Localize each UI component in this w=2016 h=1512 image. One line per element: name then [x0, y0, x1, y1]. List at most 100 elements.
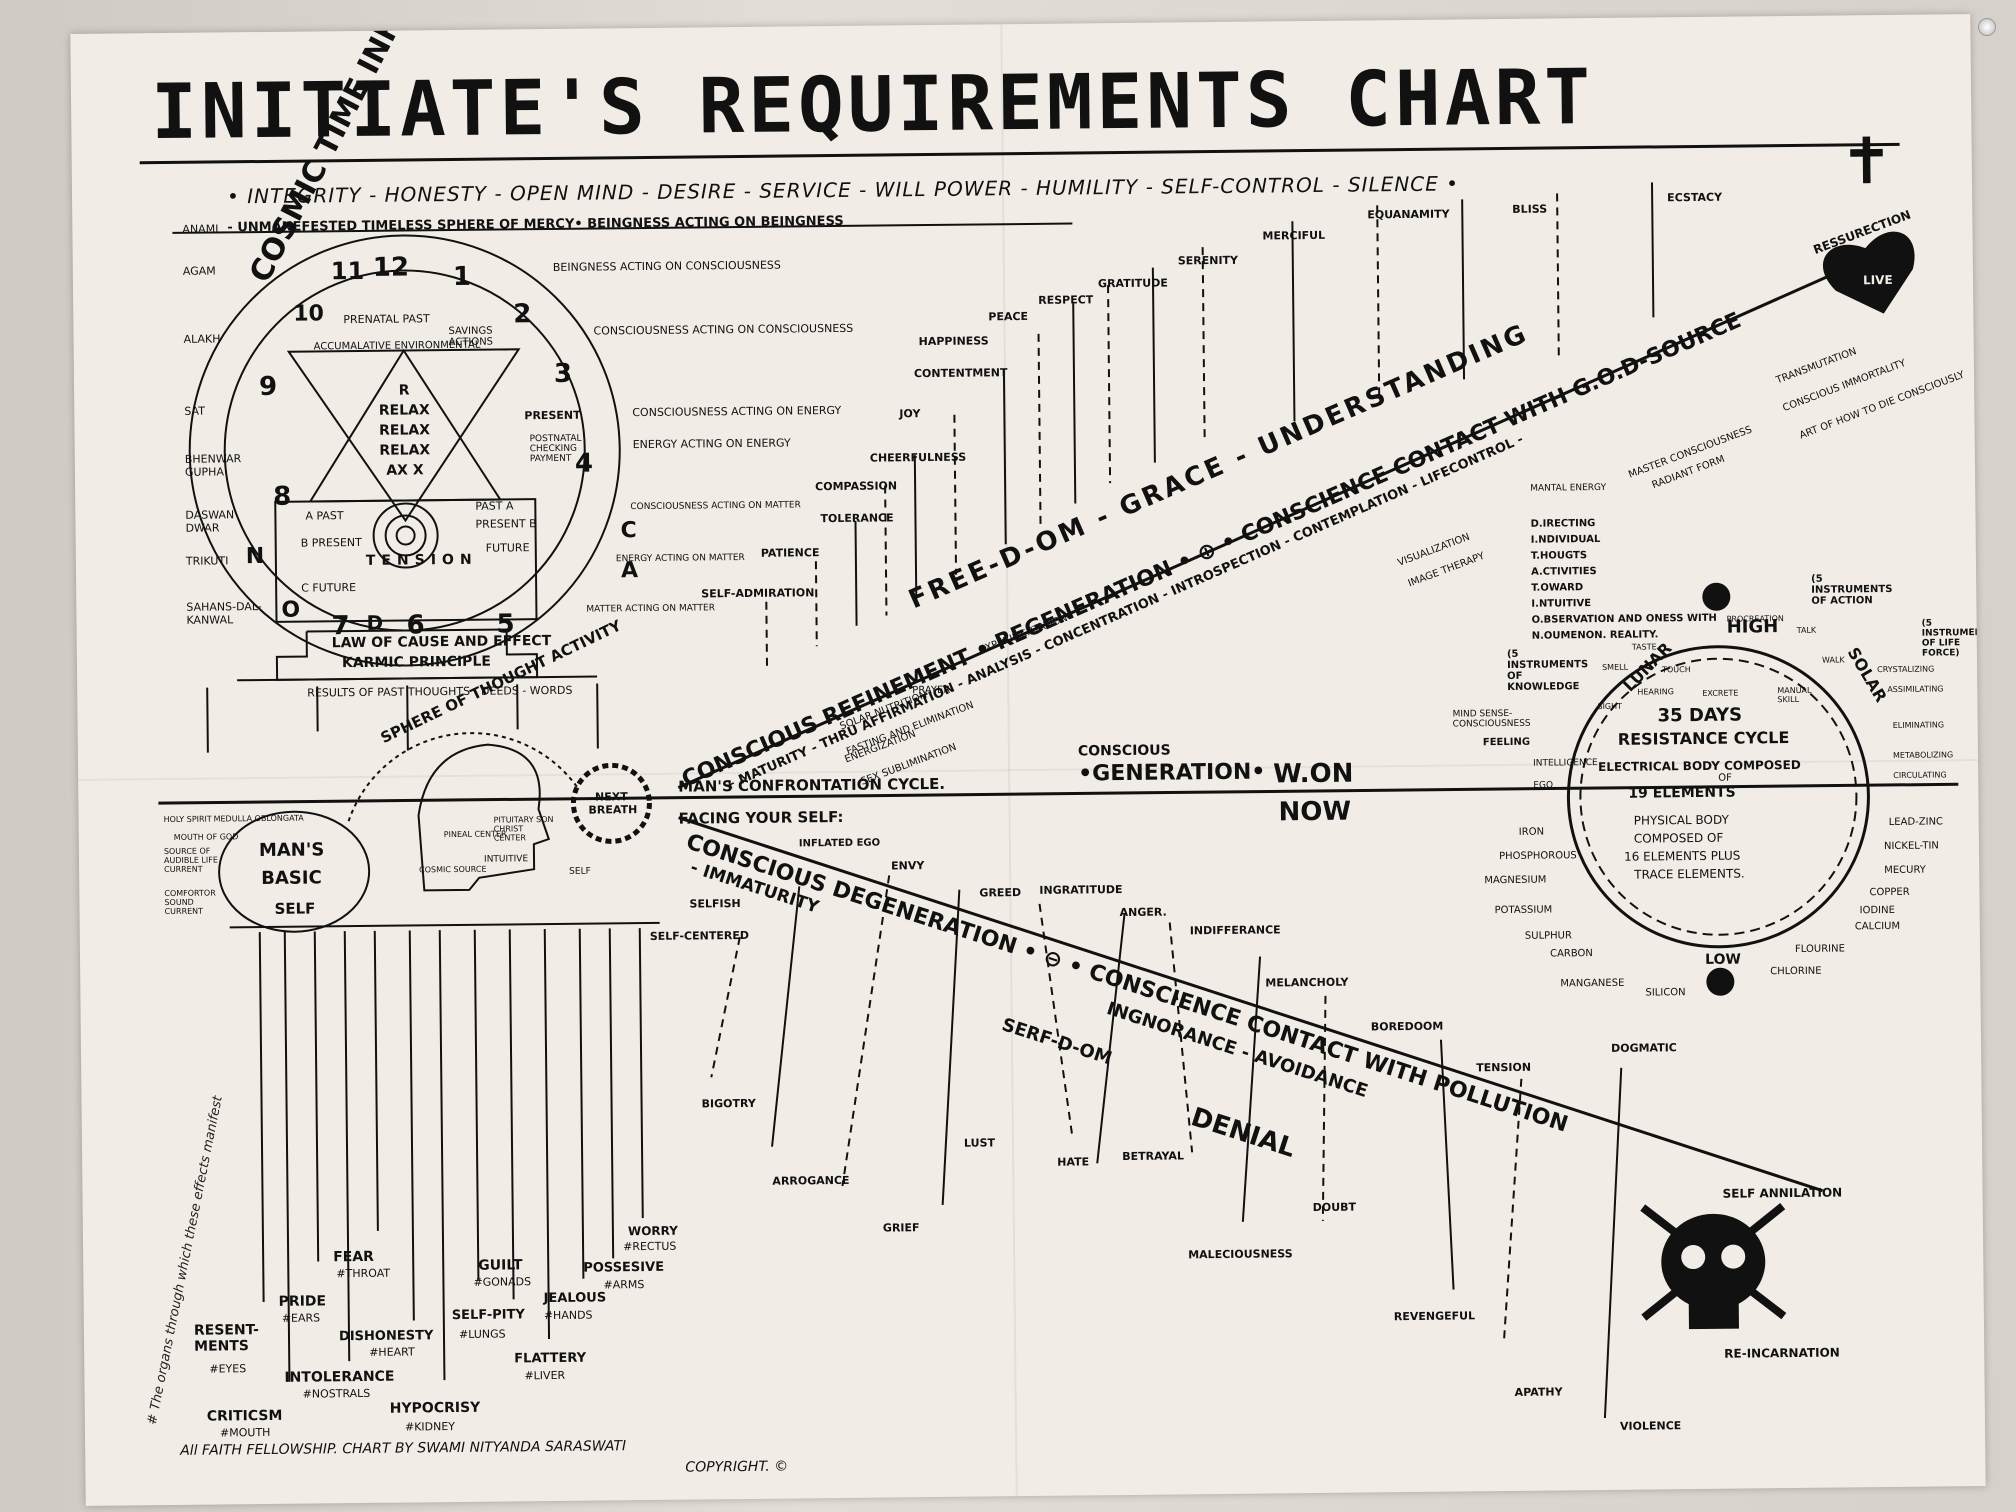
vice-label: SELF-CENTERED — [649, 928, 750, 943]
won-label: W.ON — [1273, 758, 1354, 790]
virtue-label: MERCIFUL — [1262, 228, 1326, 243]
clock-letter: O — [281, 597, 301, 623]
physical-body: COMPOSED OF — [1633, 830, 1724, 846]
virtue-label: TOLERANCE — [820, 511, 894, 526]
element-label: IRON — [1518, 826, 1545, 838]
cause-effect: LAW OF CAUSE AND EFFECT — [331, 632, 552, 652]
left-note: SOURCE OF AUDIBLE LIFE CURRENT — [163, 846, 218, 875]
virtue-label: PEACE — [988, 309, 1029, 324]
karmic-principle: KARMIC PRINCIPLE — [341, 653, 491, 672]
vice-label: TENSION — [1476, 1060, 1532, 1075]
ditto-line: O.BSERVATION AND ONESS WITH — [1531, 612, 1717, 626]
vice-label: INFLATED EGO — [798, 837, 881, 850]
left-note: COMFORTOR SOUND CURRENT — [164, 888, 216, 917]
clock-inner-label: SAVINGS ACTIONS — [448, 325, 494, 349]
instruments-lifeforce: (5 INSTRUMENTS OF LIFE FORCE) — [1921, 618, 1986, 659]
next-breath: NEXT BREATH — [588, 790, 638, 817]
virtue-label: SELF-ADMIRATION — [701, 586, 815, 601]
virtue-label: JOY — [899, 407, 921, 421]
virtue-label: CHEERFULNESS — [869, 450, 967, 465]
vice-label: ARROGANCE — [772, 1173, 850, 1188]
positive-sub: MANTAL ENERGY — [1530, 482, 1607, 494]
sense-label: TASTE — [1631, 642, 1657, 652]
plane-name: DASWAN DWAR — [185, 508, 235, 535]
clock-inner-label: PRENATAL PAST — [343, 312, 430, 327]
now-label: NOW — [1278, 796, 1352, 828]
sense-label: EXCRETE — [1702, 688, 1739, 698]
clock-letter: A — [620, 558, 639, 584]
organ-site: #LIVER — [524, 1368, 566, 1383]
element-label: SILICON — [1645, 987, 1686, 999]
sense-label: MANUAL SKILL — [1777, 685, 1812, 705]
plane-name: AGAM — [182, 264, 216, 278]
element-label: CHLORINE — [1770, 965, 1822, 978]
virtue-label: CONTENTMENT — [913, 366, 1008, 381]
organ-name: DISHONESTY — [338, 1328, 434, 1345]
organ-site: #RECTUS — [623, 1239, 677, 1254]
virtue-label: PATIENCE — [760, 546, 820, 560]
clock-number: 10 — [293, 301, 325, 327]
element-label: FLOURINE — [1794, 943, 1845, 955]
generation-label: •GENERATION• — [1078, 759, 1266, 787]
facing-label: FACING YOUR SELF: — [678, 807, 844, 828]
plane-desc: CONSCIOUSNESS ACTING ON ENERGY — [632, 403, 842, 420]
element-label: IODINE — [1859, 904, 1895, 917]
virtue-label: GRATITUDE — [1097, 276, 1168, 291]
virtue-label: RESPECT — [1038, 293, 1094, 307]
organ-name: CRITICSM — [206, 1407, 283, 1425]
organ-site: #KIDNEY — [404, 1420, 456, 1434]
plane-name: BHENWAR GUPHA — [184, 452, 242, 479]
vice-label: MELANCHOLY — [1265, 975, 1349, 990]
vice-label: MALECIOUSNESS — [1188, 1247, 1293, 1262]
element-label: NICKEL-TIN — [1883, 840, 1939, 853]
head-label: COSMIC SOURCE — [419, 864, 487, 875]
results-label: RESULTS OF PAST THOUGHTS - DEEDS - WORDS — [307, 683, 573, 700]
sense-label: METABOLIZING — [1892, 750, 1954, 760]
element-label: POTASSIUM — [1494, 904, 1553, 917]
organ-name: WORRY — [627, 1223, 678, 1239]
reincarnation: RE-INCARNATION — [1724, 1345, 1840, 1361]
chart-poster: INITIATE'S REQUIREMENTS CHART • INTEGRIT… — [70, 14, 1986, 1506]
vice-label: DOGMATIC — [1610, 1041, 1677, 1055]
organ-site: #MOUTH — [219, 1425, 271, 1440]
ditto-line: D.IRECTING — [1530, 518, 1596, 530]
vice-label: GRIEF — [882, 1221, 920, 1235]
element-label: PHOSPHOROUS — [1498, 850, 1577, 863]
virtue-label: SERENITY — [1177, 253, 1239, 268]
man-basic-label: MAN'S — [258, 839, 325, 862]
clock-number: 9 — [258, 371, 278, 403]
copyright: COPYRIGHT. © — [685, 1458, 789, 1476]
plane-name: ANAMI — [182, 222, 219, 236]
electrical-body: OF — [1718, 772, 1732, 784]
vice-label: DOUBT — [1312, 1200, 1357, 1215]
pushpin — [1978, 18, 1996, 36]
organ-site: #NOSTRALS — [302, 1386, 371, 1401]
physical-body: TRACE ELEMENTS. — [1634, 866, 1745, 882]
element-label: LEAD-ZINC — [1888, 816, 1944, 828]
clock-number: 1 — [452, 261, 472, 292]
man-basic-label: BASIC — [261, 867, 322, 890]
element-label: MAGNESIUM — [1484, 874, 1547, 887]
organ-site: #HEART — [369, 1345, 415, 1359]
vice-label: BETRAYAL — [1122, 1149, 1185, 1164]
plane-name: SAT — [184, 404, 205, 418]
organ-site: #HANDS — [543, 1308, 593, 1323]
resistance-cycle: RESISTANCE CYCLE — [1617, 728, 1790, 749]
vice-label: REVENGEFUL — [1393, 1309, 1476, 1324]
cycle-days: 35 DAYS — [1657, 704, 1743, 727]
left-note: HOLY SPIRIT — [163, 814, 212, 825]
vice-label: ENVY — [891, 859, 925, 873]
organ-name: FEAR — [333, 1248, 375, 1266]
clock-inner-label: PRESENT B — [475, 517, 537, 531]
clock-letter: N — [245, 543, 265, 570]
clock-letter: D — [366, 610, 384, 635]
confrontation-label: MAN'S CONFRONTATION CYCLE. — [678, 774, 946, 796]
man-basic-label: SELF — [274, 899, 316, 918]
virtue-label: EQUANAMITY — [1367, 207, 1450, 222]
plane-desc: CONSCIOUSNESS ACTING ON MATTER — [630, 500, 801, 513]
organ-site: #ARMS — [603, 1278, 645, 1292]
sense-label: CRYSTALIZING — [1877, 664, 1935, 675]
plane-name: ALAKH — [183, 332, 221, 346]
clock-relax: R RELAX RELAX RELAX AX X — [378, 382, 431, 479]
element-label: MANGANESE — [1560, 977, 1625, 990]
